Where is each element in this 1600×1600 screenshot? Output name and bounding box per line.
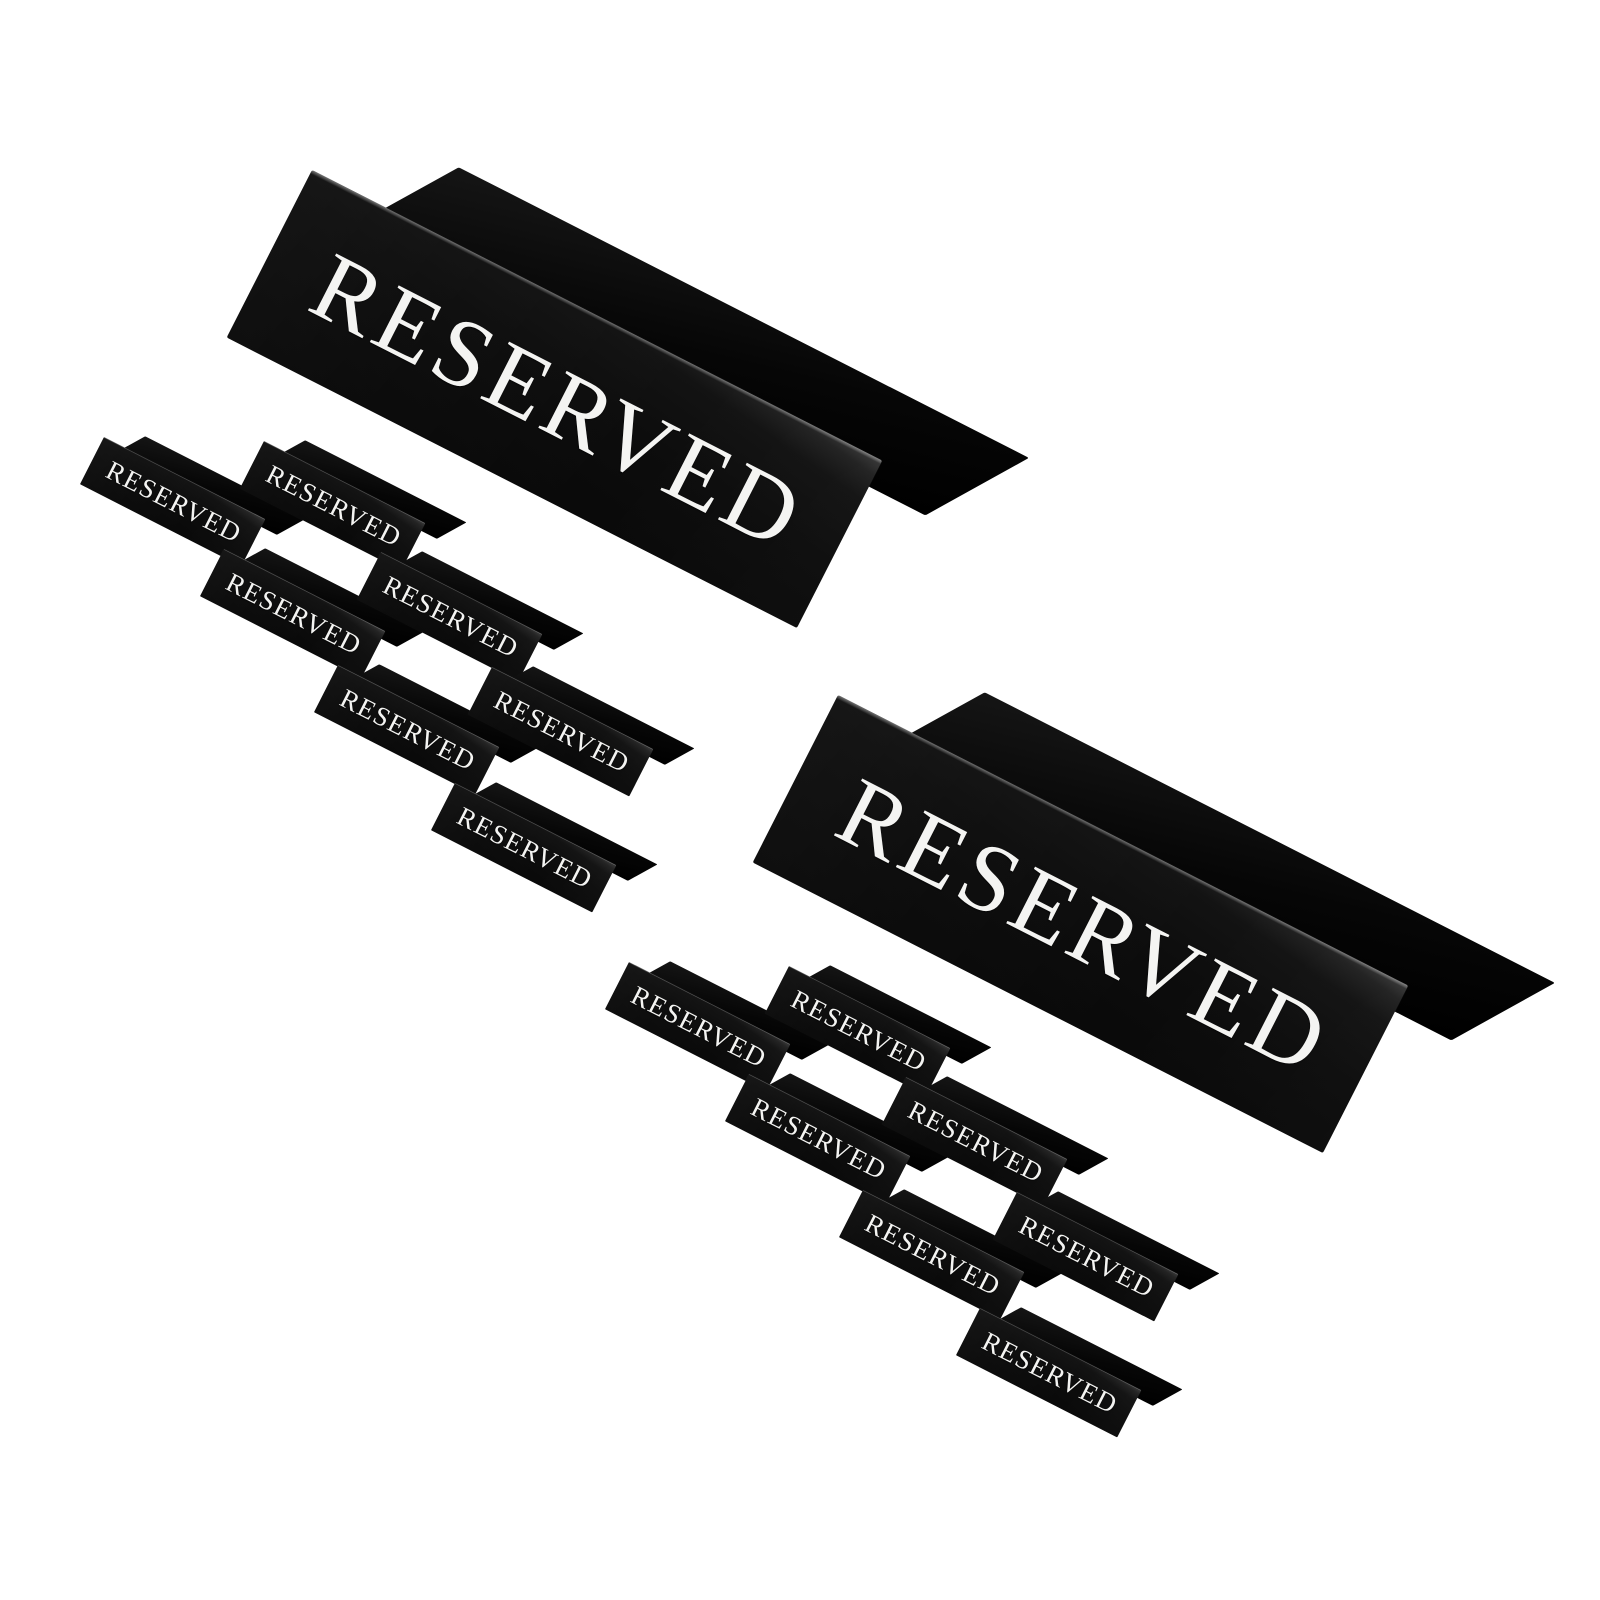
group-two: RESERVEDRESERVEDRESERVEDRESERVEDRESERVED… — [0, 0, 1600, 1600]
product-photo-canvas: RESERVEDRESERVEDRESERVEDRESERVEDRESERVED… — [0, 0, 1600, 1600]
